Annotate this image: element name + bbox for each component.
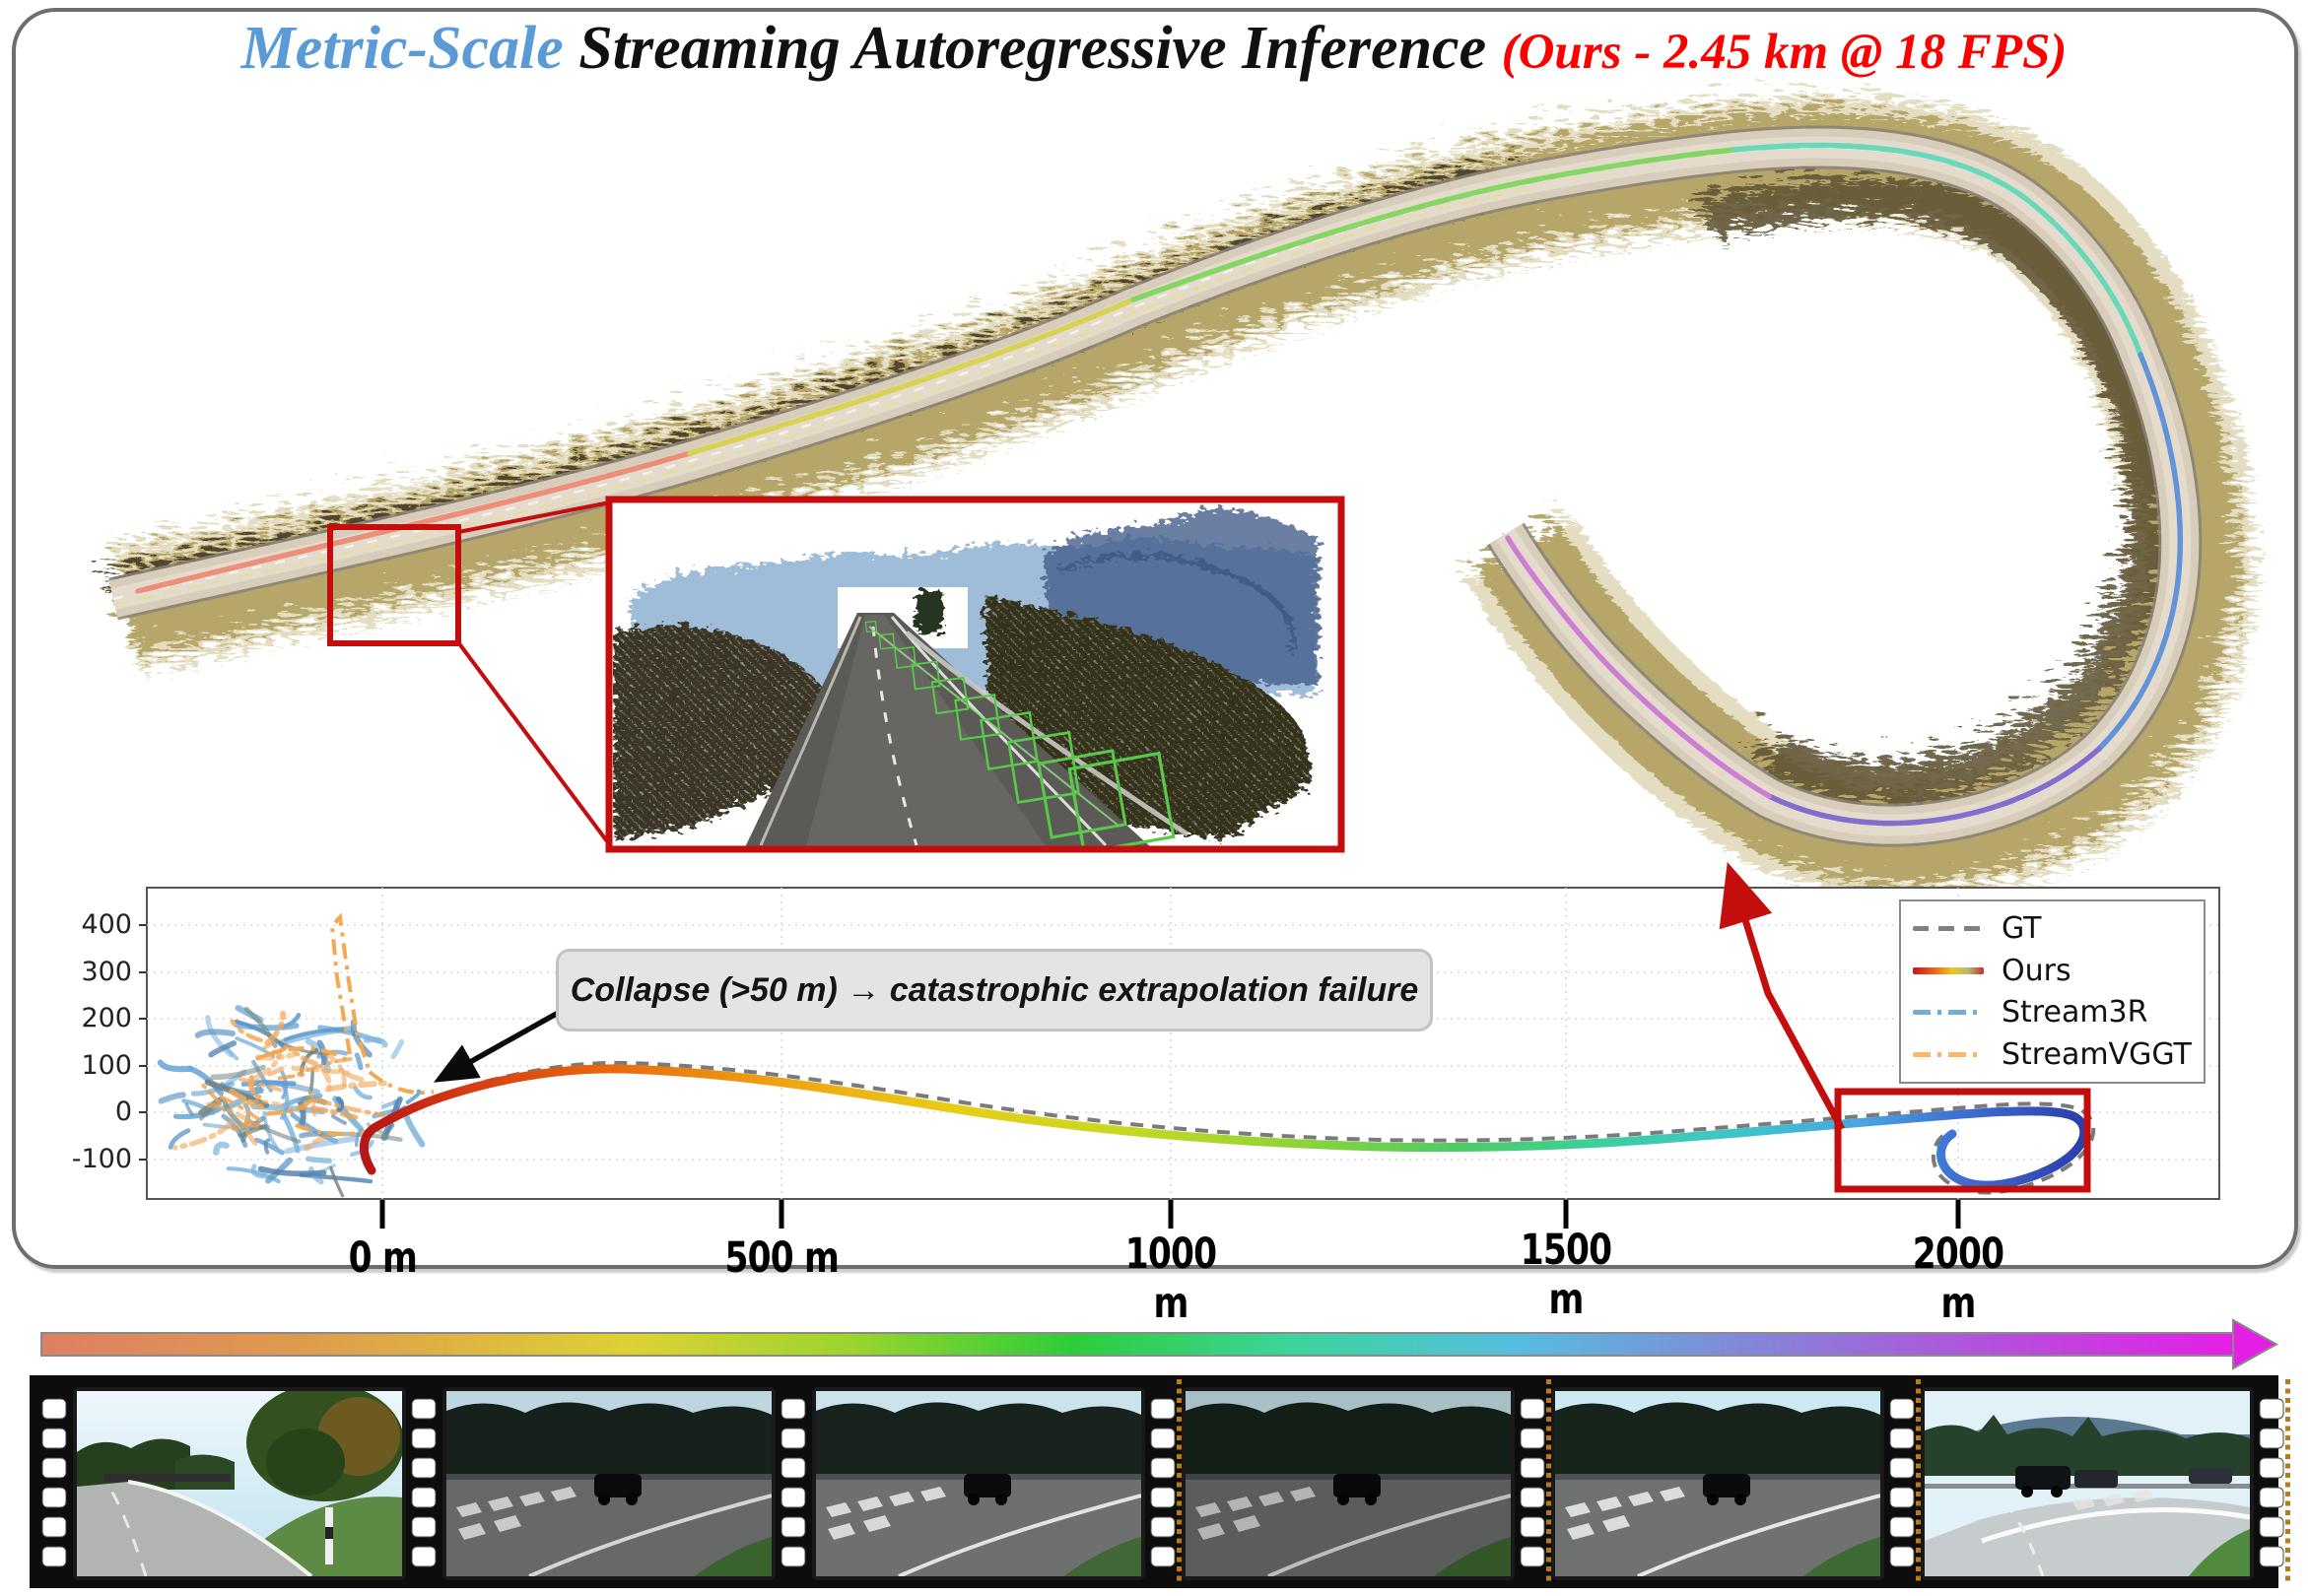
film-strip: [30, 1375, 2290, 1588]
page-title: Metric-Scale Streaming Autoregressive In…: [0, 14, 2308, 84]
baseline-collapse-scribbles: [157, 1005, 426, 1198]
sprocket-column: [411, 1398, 437, 1567]
film-frame: [1551, 1387, 1884, 1580]
y-tick-400: 400: [81, 909, 132, 940]
trajectory-plot: [139, 861, 2220, 1229]
collapse-annotation: Collapse (>50 m) → catastrophic extrapol…: [556, 949, 1433, 1031]
zoom-region-box: [327, 524, 461, 646]
y-tick-0: 0: [114, 1097, 132, 1127]
legend-item-ours: Ours: [1901, 954, 2204, 988]
zoom-region-links: [327, 500, 612, 847]
legend-item-stream3r: Stream3R: [1901, 995, 2204, 1030]
film-frame: [442, 1387, 776, 1580]
legend-item-streamvggt: StreamVGGT: [1901, 1037, 2204, 1072]
title-main: Streaming Autoregressive Inference: [563, 15, 1502, 82]
ours-line-sample: [1913, 966, 1984, 974]
x-tick-2000m: 2000 m: [1912, 1230, 2004, 1328]
sprocket-column: [1889, 1379, 1921, 1581]
film-frame: [812, 1387, 1145, 1580]
sprocket-column: [2259, 1379, 2290, 1581]
y-tick-200: 200: [81, 1003, 132, 1033]
sprocket-column: [41, 1398, 67, 1567]
gt-line: [383, 1060, 2096, 1195]
streamvggt-line-sample: [1913, 1052, 1984, 1058]
trajectory-end-highlight-box: [1834, 1088, 2091, 1193]
plot-legend: GT Ours Stream3R StreamVGGT: [1899, 899, 2206, 1084]
stream3r-line-sample: [1913, 1010, 1984, 1016]
ours-line: [360, 1064, 2089, 1190]
x-tick-1000m: 1000 m: [1124, 1230, 1217, 1328]
title-highlight: Metric-Scale: [240, 15, 564, 82]
route-colorbar: [40, 1318, 2279, 1370]
y-tick-neg100: -100: [71, 1144, 132, 1174]
figure-frame: [12, 8, 2298, 1269]
annotation-arrow: [434, 1004, 571, 1083]
recon-trajectory: [135, 142, 2184, 827]
title-note: (Ours - 2.45 km @ 18 FPS): [1501, 25, 2068, 80]
x-tick-500m: 500 m: [724, 1233, 839, 1283]
y-tick-100: 100: [81, 1050, 132, 1081]
axis-ticks: [139, 924, 1961, 1229]
sprocket-column: [1150, 1379, 1182, 1581]
colorbar-arrowhead: [2232, 1318, 2279, 1370]
x-tick-0m: 0 m: [348, 1233, 417, 1283]
camera-frustums: [864, 620, 1176, 847]
film-frame: [1921, 1387, 2254, 1580]
red-arrow: [1719, 861, 1846, 1131]
sprocket-column: [1520, 1379, 1551, 1581]
y-tick-300: 300: [81, 957, 132, 987]
film-frame: [73, 1387, 406, 1580]
gt-line-sample: [1913, 925, 1984, 931]
film-frame: [1182, 1387, 1515, 1580]
x-tick-1500m: 1500 m: [1520, 1226, 1612, 1324]
reconstruction-3d: [96, 84, 2244, 889]
pointcloud-inset: [605, 496, 1345, 853]
legend-item-gt: GT: [1901, 911, 2204, 946]
sprocket-column: [781, 1398, 806, 1567]
inset-border: [605, 496, 1345, 853]
